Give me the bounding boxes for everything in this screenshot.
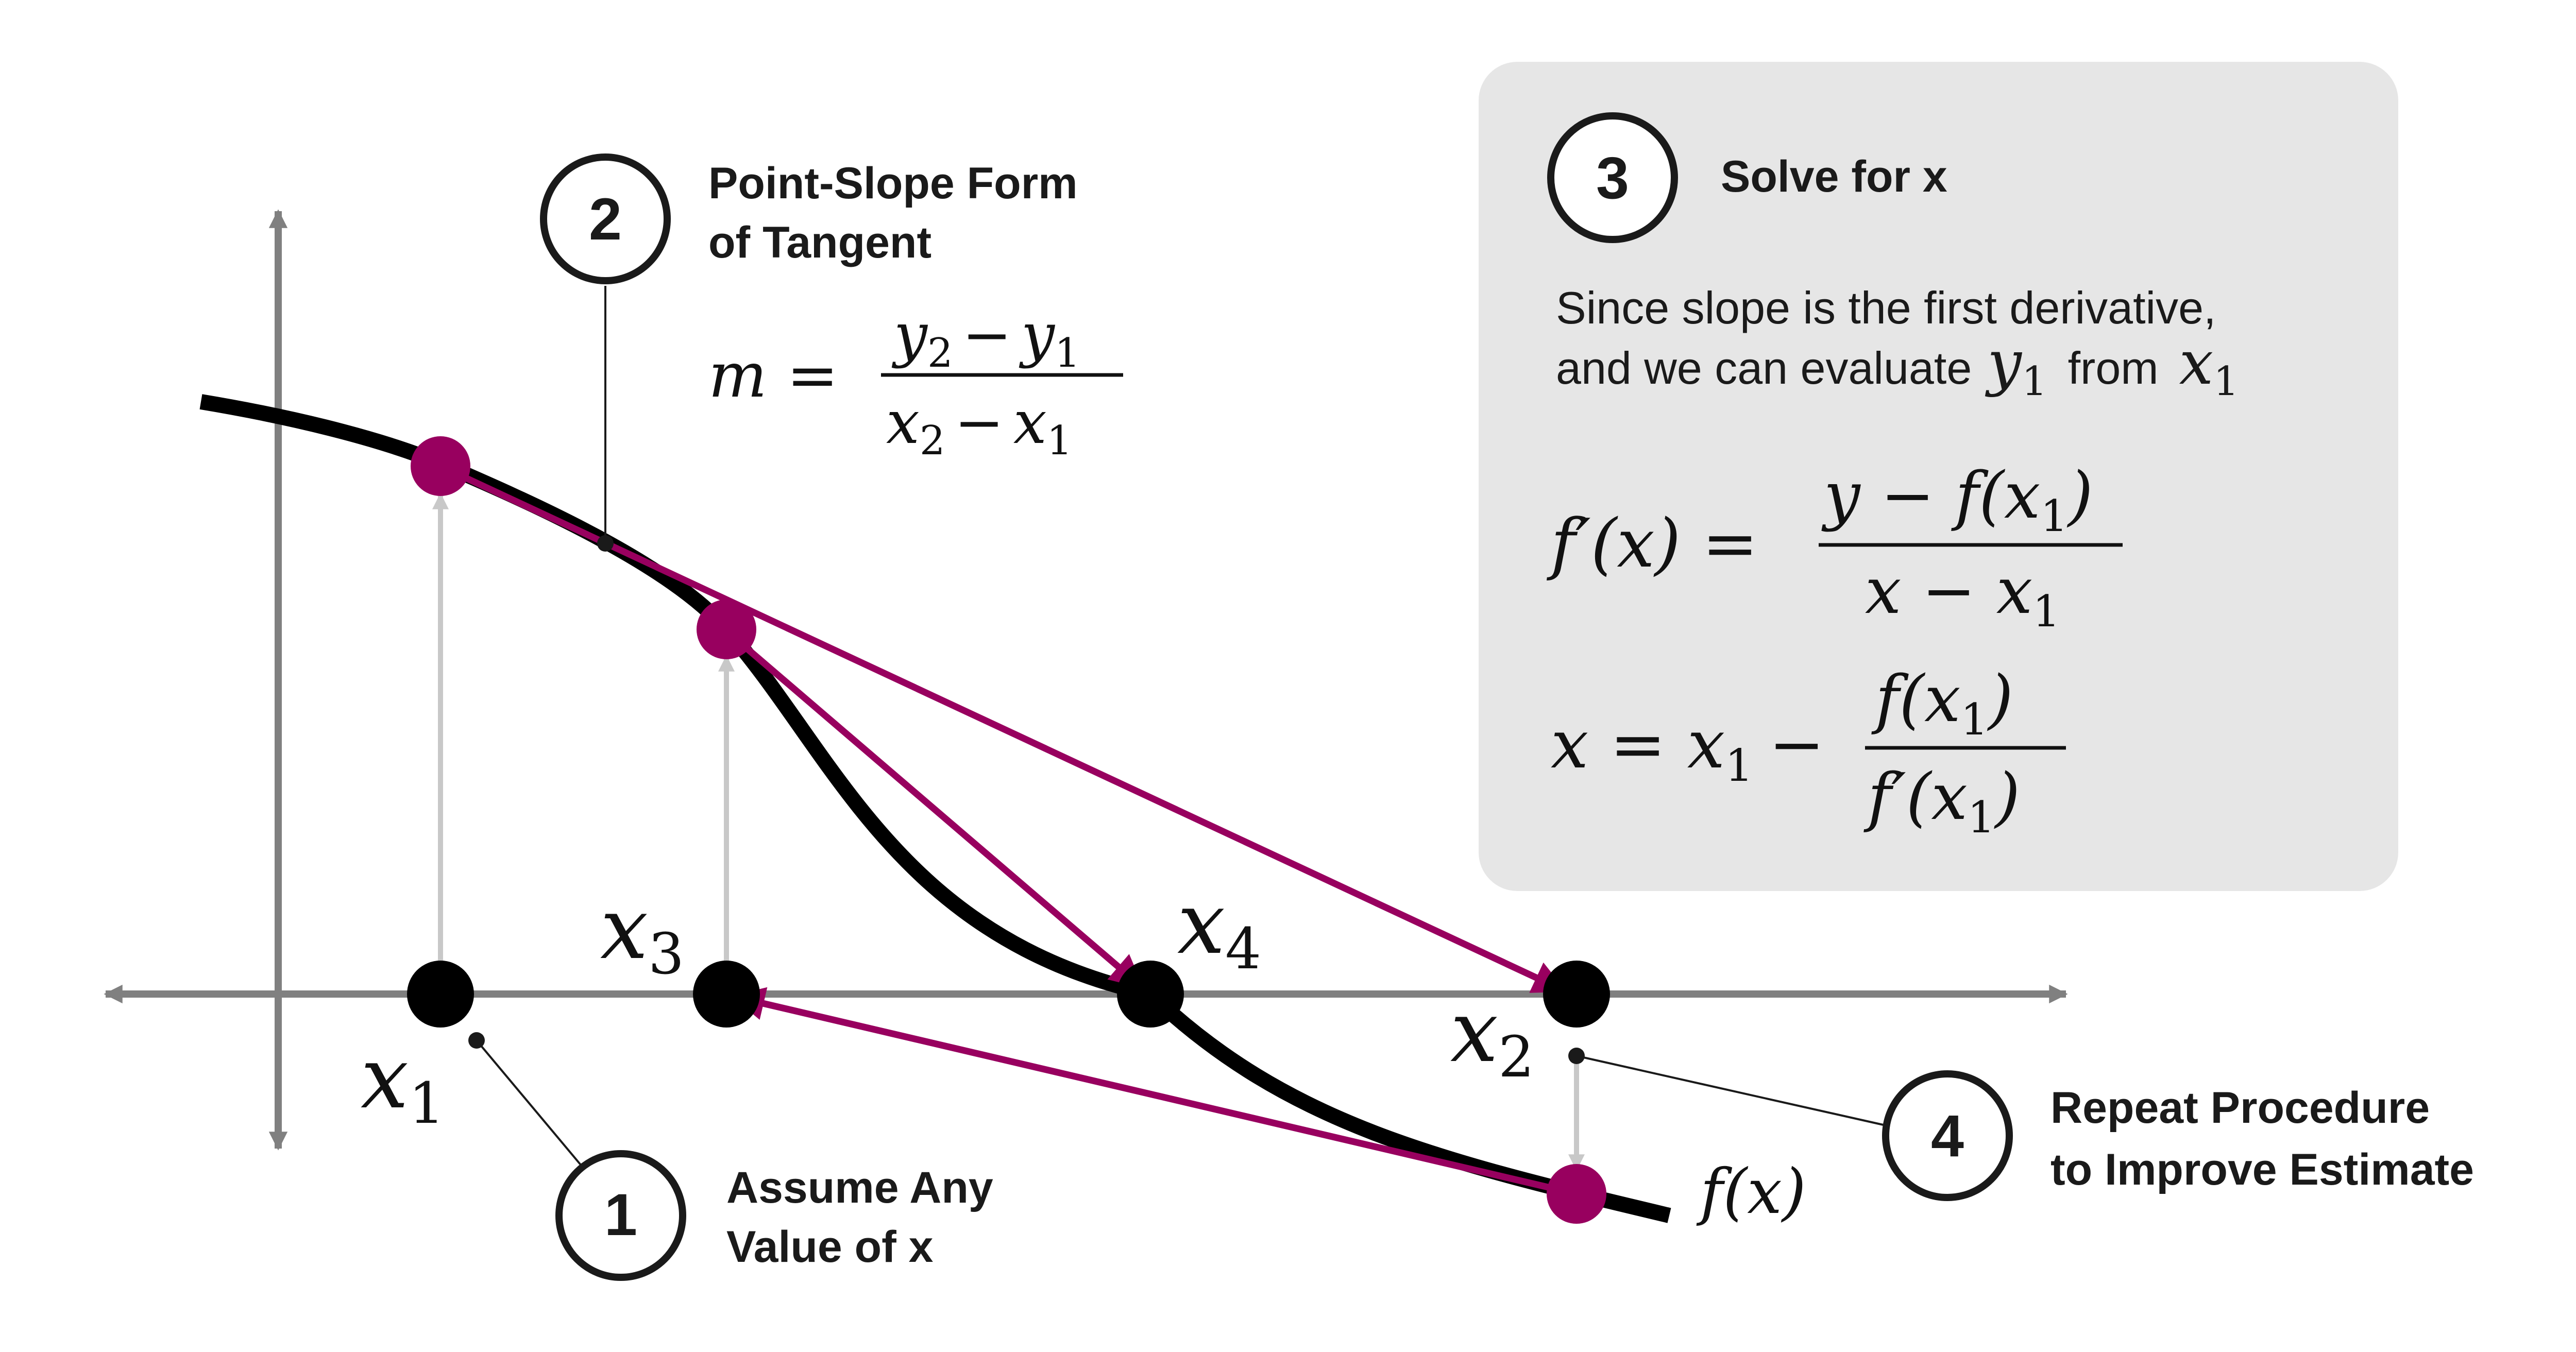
- slope-denominator: x2−x1: [886, 388, 1072, 464]
- slope-lhs: m =: [708, 340, 838, 412]
- svg-text:x2: x2: [1450, 982, 1534, 1090]
- curve-label: f(x): [1696, 1156, 1806, 1228]
- axis-points: [407, 961, 1610, 1028]
- step-1-number: 1: [604, 1182, 637, 1248]
- point-label-x1: x1: [361, 1029, 445, 1136]
- curve-points: [411, 436, 1606, 1224]
- panel-line-1: Since slope is the first derivative,: [1556, 282, 2216, 333]
- step-4-title-line2: to Improve Estimate: [2050, 1145, 2474, 1194]
- step-1-title-line1: Assume Any: [726, 1163, 993, 1212]
- step-4-title-line1: Repeat Procedure: [2050, 1083, 2430, 1133]
- step-2-number: 2: [589, 186, 622, 252]
- tangent-arrow-x2-to-x3: [731, 987, 1578, 1197]
- step-1-callout: 1 Assume Any Value of x: [555, 1150, 993, 1281]
- leader-dot-step-1: [468, 1032, 485, 1049]
- svg-text:x1: x1: [361, 1029, 445, 1136]
- derivative-equation: f′(x) = y − f(x1) x − x1: [1547, 458, 2123, 637]
- step-4-number: 4: [1931, 1103, 1964, 1169]
- eq2-lhs: x = x1−: [1551, 705, 1825, 792]
- guide-arrows: [432, 492, 1585, 1171]
- point-label-x4: x4: [1177, 874, 1261, 982]
- curve-point-x1: [411, 436, 470, 496]
- point-label-x2: x2: [1450, 982, 1534, 1090]
- leader-step-1: [476, 1039, 583, 1168]
- svg-text:x3: x3: [600, 879, 684, 987]
- eq2-numerator: f(x1): [1871, 662, 2013, 745]
- tangent-arrow-x3-to-x4: [724, 628, 1144, 989]
- point-x1: [407, 961, 474, 1028]
- step-2-circle: [540, 153, 671, 284]
- info-panel: [1479, 62, 2398, 891]
- slope-formula: m = y2−y1 x2−x1: [708, 301, 1123, 464]
- point-x4: [1117, 961, 1184, 1028]
- panel-text: Since slope is the first derivative, and…: [1556, 282, 2239, 405]
- eq1-denominator: x − x1: [1865, 554, 2060, 637]
- step-1-title-line2: Value of x: [726, 1222, 934, 1272]
- leader-dot-step-4: [1568, 1048, 1585, 1064]
- eq1-lhs: f′(x) =: [1547, 504, 1758, 583]
- step-4-circle: [1882, 1070, 2013, 1201]
- step-4-callout: 4 Repeat Procedure to Improve Estimate: [1882, 1070, 2474, 1201]
- step-1-circle: [555, 1150, 686, 1281]
- step-3-number: 3: [1596, 145, 1629, 211]
- point-label-x3: x3: [600, 879, 684, 987]
- newton-update-equation: x = x1− f(x1) f′(x1): [1551, 662, 2066, 843]
- leader-step-4: [1576, 1055, 1886, 1126]
- curve-point-x3: [697, 600, 756, 659]
- step-2-title-line2: of Tangent: [708, 218, 931, 267]
- step-3-title: Solve for x: [1721, 152, 1947, 201]
- tangent-arrow-x1-to-x2: [439, 463, 1567, 994]
- step-2-title-line1: Point-Slope Form: [708, 159, 1078, 208]
- point-x3: [693, 961, 760, 1028]
- step-3-circle: [1547, 112, 1678, 243]
- slope-numerator: y2−y1: [891, 301, 1080, 376]
- tangent-lines: [439, 463, 1578, 1197]
- leader-lines: [468, 286, 1886, 1168]
- step-2-callout: 2 Point-Slope Form of Tangent: [540, 153, 1078, 284]
- leader-dot-step-2: [597, 535, 614, 552]
- svg-text:x4: x4: [1177, 874, 1261, 982]
- eq2-denominator: f′(x1): [1863, 760, 2020, 843]
- curve-point-x2: [1547, 1164, 1606, 1224]
- point-x2: [1543, 961, 1610, 1028]
- eq1-numerator: y − f(x1): [1821, 458, 2093, 541]
- step-3-callout: 3 Solve for x: [1547, 112, 1947, 243]
